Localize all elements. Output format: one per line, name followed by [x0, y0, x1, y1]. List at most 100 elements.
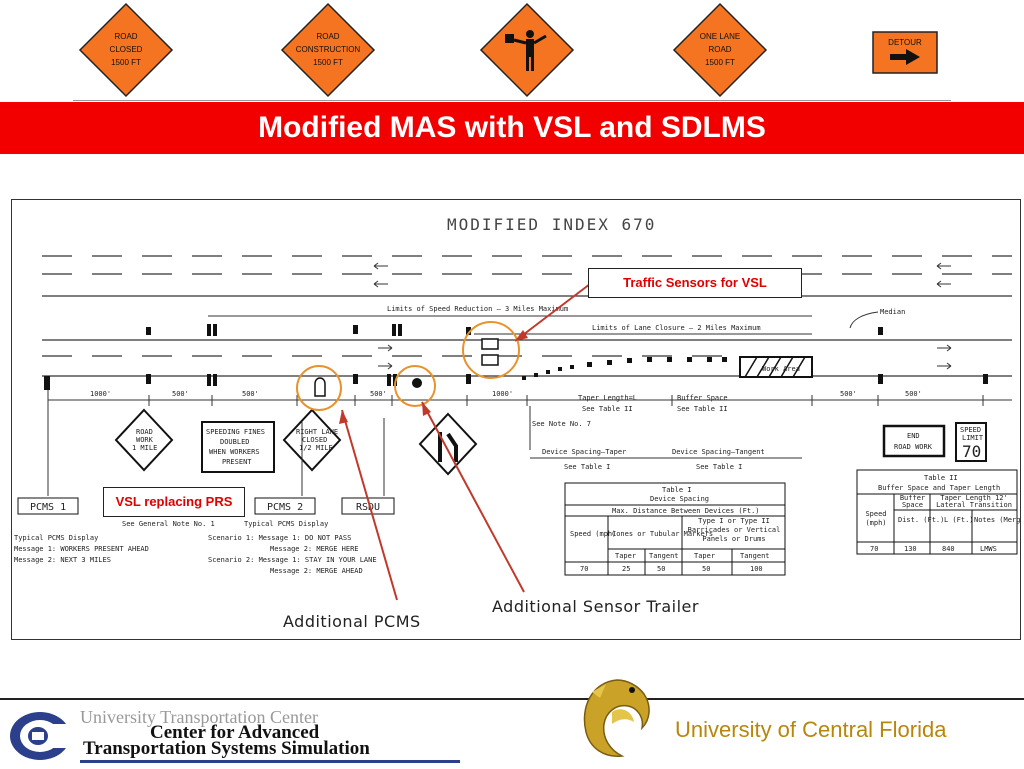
utc-logo: [8, 710, 72, 762]
table1-r2: 50: [657, 565, 665, 573]
pcms1-label: PCMS 1: [30, 502, 66, 513]
pcms1-display-2: Message 2: NEXT 3 MILES: [14, 556, 111, 564]
table1-col3: Type I or Type II Barricades or Vertical…: [687, 517, 781, 543]
table1-r0: 70: [580, 565, 588, 573]
sign-road-construction-l3: 1500 FT: [313, 58, 343, 67]
sign-one-lane-l2: ROAD: [708, 45, 731, 54]
general-note: See General Note No. 1: [122, 520, 215, 528]
work-area: Work Area: [739, 356, 813, 378]
table2-sub-2: Notes (Merge): [974, 516, 1020, 524]
pcms2-display-1: Scenario 1: Message 1: DO NOT PASS: [208, 534, 351, 542]
sign-sl-l3: 70: [962, 442, 981, 461]
table2-title-0: Table II: [924, 474, 958, 482]
sign-speeding-fines: SPEEDING FINES DOUBLED WHEN WORKERS PRES…: [201, 421, 275, 473]
pcms2-display-4: Message 2: MERGE AHEAD: [270, 567, 363, 575]
sign-road-work-1mile: ROAD WORK 1 MILE: [114, 408, 174, 472]
sensor-square-icon: [481, 338, 499, 350]
table2-h0: Speed (mph): [865, 510, 887, 527]
dim-1000b: 1000': [492, 390, 513, 398]
catss-logo-icon: [10, 712, 72, 760]
pcms-device-icons: [314, 377, 422, 397]
spacing-tangent-sub: See Table I: [696, 463, 742, 471]
sign-row: ROAD CLOSED 1500 FT ROAD CONSTRUCTION 15…: [0, 0, 1024, 100]
speed-reduction-limits: Limits of Speed Reduction — 3 Miles Maxi…: [208, 305, 905, 335]
pcms2-display-0: Typical PCMS Display: [244, 520, 328, 528]
pcms-trailer-icon: [314, 377, 326, 397]
sign-sf-l2: DOUBLED: [220, 438, 250, 446]
table2-r0: 70: [870, 545, 878, 553]
lane-lines: [42, 255, 1012, 377]
additional-sensor-trailer-label: Additional Sensor Trailer: [492, 597, 699, 616]
right-arrow-icon: [890, 49, 920, 65]
table2-h1: Buffer Space: [899, 495, 926, 509]
sign-sl-l2: LIMIT: [962, 434, 984, 442]
traffic-sensors-callout: Traffic Sensors for VSL: [588, 268, 802, 298]
sign-rl-l2: CLOSED: [302, 436, 327, 444]
sign-road-construction-l1: ROAD: [316, 32, 339, 41]
table2-h1-wrap: Buffer Space: [899, 495, 926, 509]
pegasus-logo-icon: [583, 679, 650, 757]
footer-rule: [0, 698, 1024, 700]
sign-sf-l1: SPEEDING FINES: [206, 428, 265, 436]
pcms1-display-0: Typical PCMS Display: [14, 534, 98, 542]
table2-h2: Taper Length 12' Lateral Transition: [936, 495, 1012, 509]
sign-rw-l2: WORK: [136, 436, 154, 444]
pcms1-display-1: Message 1: WORKERS PRESENT AHEAD: [14, 545, 149, 553]
sign-one-lane-road: ONE LANE ROAD 1500 FT: [672, 2, 768, 98]
sign-rl-l1: RIGHT LANE: [296, 428, 338, 436]
sign-road-closed-l1: ROAD: [114, 32, 137, 41]
ucf-name: University of Central Florida: [675, 717, 947, 742]
diagram-frame: MODIFIED INDEX 670 Limits of Speed Reduc…: [11, 199, 1024, 640]
traffic-sensor-icons: [481, 338, 499, 366]
median-label: Median: [880, 308, 905, 316]
table2-r3: LMWS: [980, 545, 997, 553]
dimension-line: [47, 395, 1012, 406]
lane-closure-label: Limits of Lane Closure — 2 Miles Maximum: [592, 324, 761, 332]
sign-rw-l1: ROAD: [136, 428, 153, 436]
dim-1000a: 1000': [90, 390, 111, 398]
sign-road-construction: ROAD CONSTRUCTION 1500 FT: [280, 2, 376, 98]
sign-sf-l3: WHEN WORKERS: [209, 448, 260, 456]
sign-end-l2: ROAD WORK: [894, 443, 933, 451]
taper-label: Taper Length=L: [578, 394, 637, 402]
sign-sl-l1: SPEED: [960, 426, 981, 434]
sign-right-lane-closed: RIGHT LANE CLOSED 1/2 MILE: [282, 408, 342, 472]
index-670-diagram: MODIFIED INDEX 670 Limits of Speed Reduc…: [14, 215, 1024, 601]
pcms-highlight-circle: [296, 365, 342, 411]
table1-subheader: Max. Distance Between Devices (Ft.): [612, 507, 760, 515]
sensor-highlight-circle: [462, 321, 520, 379]
sign-road-closed-l2: CLOSED: [110, 45, 143, 54]
sensor-trailer-callout-arrow: [421, 401, 525, 593]
sign-rl-l3: 1/2 MILE: [299, 444, 333, 452]
utc-line-2: Center for Advanced: [150, 722, 320, 743]
table1-sub-1: Tangent: [649, 552, 679, 560]
table2-h2-wrap: Taper Length 12' Lateral Transition: [936, 495, 1012, 509]
dim-500c: 500': [370, 390, 387, 398]
sign-sf-l4: PRESENT: [222, 458, 252, 466]
dim-500d: 500': [840, 390, 857, 398]
title-bar: Modified MAS with VSL and SDLMS: [0, 102, 1024, 154]
spacing-taper-sub: See Table I: [564, 463, 610, 471]
buffer-label: Buffer Space: [677, 394, 728, 402]
sign-one-lane-l3: 1500 FT: [705, 58, 735, 67]
sign-one-lane-l1: ONE LANE: [700, 32, 740, 41]
taper-sub: See Table II: [582, 405, 633, 413]
sign-road-closed: ROAD CLOSED 1500 FT: [78, 2, 174, 98]
ucf-logo: [572, 672, 662, 764]
table2-r2: 840: [942, 545, 955, 553]
utc-line-3: Transportation Systems Simulation: [83, 738, 370, 759]
spacing-taper: Device Spacing—Taper: [542, 448, 626, 456]
sign-road-closed-l3: 1500 FT: [111, 58, 141, 67]
sensor-square-icon: [481, 354, 499, 366]
table1-col2: Cones or Tubular Markers: [612, 530, 713, 538]
table1-sub-0: Taper: [615, 552, 636, 560]
sign-road-construction-l2: CONSTRUCTION: [296, 45, 361, 54]
pcms2-display-2: Message 2: MERGE HERE: [270, 545, 359, 553]
see-note: See Note No. 7: [532, 420, 591, 428]
spacing-tangent: Device Spacing—Tangent: [672, 448, 765, 456]
dim-500e: 500': [905, 390, 922, 398]
annotation-arrows: [341, 283, 591, 601]
table1-r4: 100: [750, 565, 763, 573]
sign-end-l1: END: [907, 432, 920, 440]
table2-title-1: Buffer Space and Taper Length: [878, 484, 1000, 492]
